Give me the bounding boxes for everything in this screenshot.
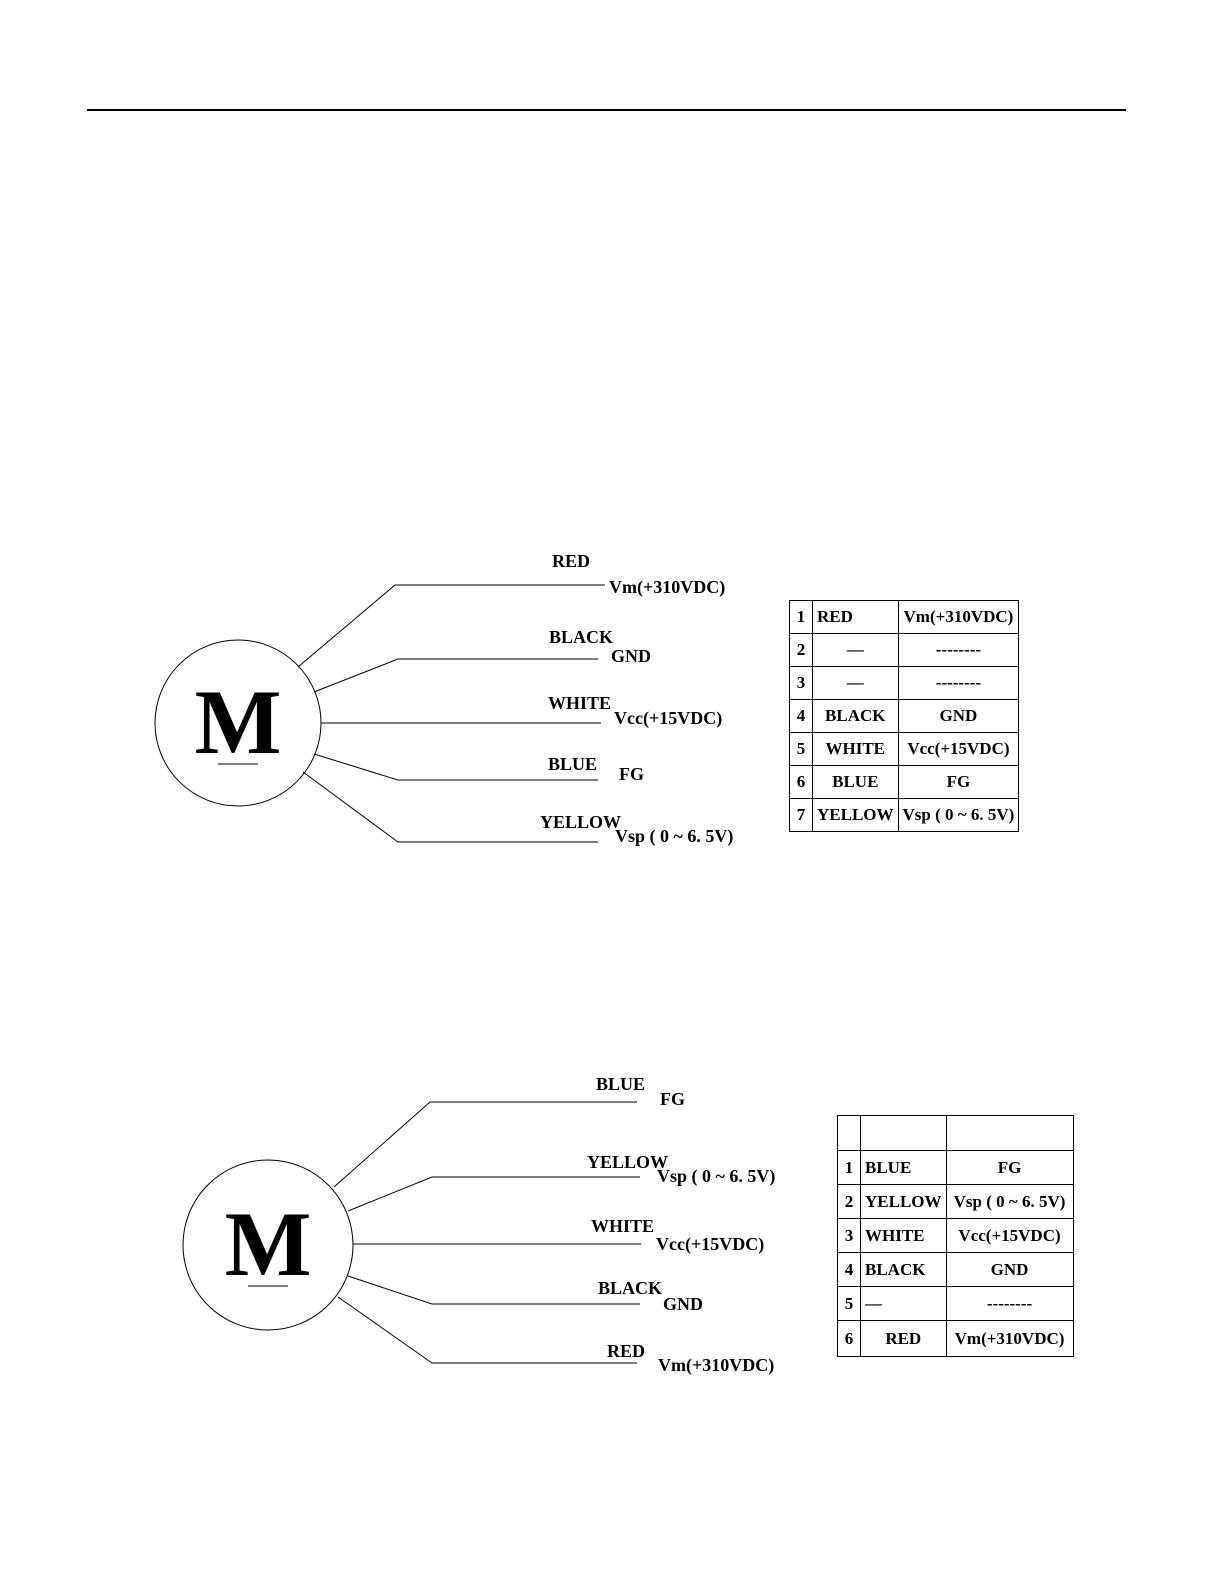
pin-number: 6 — [789, 765, 813, 799]
pin-color — [860, 1115, 947, 1151]
pin-color: — — [812, 666, 899, 700]
wire-yellow-2 — [347, 1176, 640, 1212]
wire-color-label: BLUE — [548, 754, 597, 774]
table-row — [837, 1115, 1074, 1151]
table-row: 4 BLACK GND — [837, 1252, 1074, 1287]
wire-yellow-1 — [302, 771, 598, 843]
wire-black-1 — [313, 658, 598, 693]
pin-signal: -------- — [945, 1286, 1074, 1321]
pin-color: YELLOW — [812, 798, 899, 832]
motor-symbol-1: M — [195, 671, 282, 773]
pin-number: 5 — [837, 1286, 861, 1321]
wire-red-1 — [297, 584, 605, 668]
wire-signal-label: GND — [663, 1294, 703, 1314]
pin-number: 1 — [789, 600, 813, 634]
table-row: 2 — -------- — [789, 633, 1020, 667]
wire-black-2 — [347, 1275, 640, 1305]
wire-color-label: BLACK — [549, 627, 613, 647]
table-row: 7 YELLOW Vsp ( 0 ~ 6. 5V) — [789, 798, 1020, 832]
pin-signal: Vsp ( 0 ~ 6. 5V) — [897, 798, 1020, 832]
pin-color: WHITE — [860, 1218, 947, 1253]
pin-color: — — [860, 1286, 947, 1321]
pin-signal: Vcc(+15VDC) — [897, 732, 1020, 766]
pin-number: 6 — [837, 1320, 861, 1357]
wire-color-label: YELLOW — [540, 812, 621, 832]
pin-color: BLUE — [860, 1150, 947, 1185]
pin-signal: Vm(+310VDC) — [945, 1320, 1074, 1357]
wire-signal-label: FG — [619, 764, 644, 784]
pin-signal — [945, 1115, 1074, 1151]
pin-color: — — [812, 633, 899, 667]
pin-signal: GND — [897, 699, 1020, 733]
wire-signal-label: Vm(+310VDC) — [658, 1355, 774, 1376]
table-row: 2 YELLOW Vsp ( 0 ~ 6. 5V) — [837, 1184, 1074, 1219]
table-row: 3 WHITE Vcc(+15VDC) — [837, 1218, 1074, 1253]
pin-color: BLACK — [812, 699, 899, 733]
pin-signal: Vcc(+15VDC) — [945, 1218, 1074, 1253]
wire-blue-2 — [333, 1101, 637, 1188]
pin-number: 4 — [789, 699, 813, 733]
pin-signal: Vm(+310VDC) — [897, 600, 1020, 634]
pin-number: 2 — [837, 1184, 861, 1219]
pin-signal: Vsp ( 0 ~ 6. 5V) — [945, 1184, 1074, 1219]
wire-signal-label: Vm(+310VDC) — [609, 577, 725, 598]
wire-blue-1 — [313, 753, 598, 781]
pin-signal: FG — [897, 765, 1020, 799]
pin-number: 3 — [789, 666, 813, 700]
table-row: 1 RED Vm(+310VDC) — [789, 600, 1020, 634]
wire-signal-label: GND — [611, 646, 651, 666]
wire-color-label: WHITE — [548, 693, 611, 713]
motor-diagram-1: M RED Vm(+310VDC) BLACK GND WHITE Vcc(+1… — [154, 551, 733, 847]
pin-color: RED — [860, 1320, 947, 1357]
pin-number: 1 — [837, 1150, 861, 1185]
table-row: 6 BLUE FG — [789, 765, 1020, 799]
wire-color-label: RED — [552, 551, 590, 571]
wire-signal-label: Vcc(+15VDC) — [614, 708, 722, 729]
pin-signal: FG — [945, 1150, 1074, 1185]
pin-number: 3 — [837, 1218, 861, 1253]
pin-signal: -------- — [897, 666, 1020, 700]
pin-signal: -------- — [897, 633, 1020, 667]
wire-signal-label: Vsp ( 0 ~ 6. 5V) — [615, 826, 733, 847]
wire-color-label: RED — [607, 1341, 645, 1361]
wire-signal-label: Vsp ( 0 ~ 6. 5V) — [657, 1166, 775, 1187]
wire-signal-label: Vcc(+15VDC) — [656, 1234, 764, 1255]
pin-signal: GND — [945, 1252, 1074, 1287]
pin-color: BLUE — [812, 765, 899, 799]
pin-number: 5 — [789, 732, 813, 766]
pin-number: 7 — [789, 798, 813, 832]
header-rule — [87, 109, 1126, 111]
pin-table-1: 1 RED Vm(+310VDC) 2 — -------- 3 — -----… — [789, 600, 1020, 832]
pin-number: 2 — [789, 633, 813, 667]
table-row: 5 — -------- — [837, 1286, 1074, 1321]
table-row: 3 — -------- — [789, 666, 1020, 700]
wire-color-label: YELLOW — [587, 1152, 668, 1172]
pin-color: YELLOW — [860, 1184, 947, 1219]
pin-number: 4 — [837, 1252, 861, 1287]
motor-symbol-2: M — [225, 1193, 312, 1295]
wire-signal-label: FG — [660, 1089, 685, 1109]
pin-color: BLACK — [860, 1252, 947, 1287]
table-row: 1 BLUE FG — [837, 1150, 1074, 1185]
wire-color-label: BLUE — [596, 1074, 645, 1094]
table-row: 4 BLACK GND — [789, 699, 1020, 733]
pin-color: WHITE — [812, 732, 899, 766]
wire-color-label: BLACK — [598, 1278, 662, 1298]
wire-color-label: WHITE — [591, 1216, 654, 1236]
pin-table-2: 1 BLUE FG 2 YELLOW Vsp ( 0 ~ 6. 5V) 3 WH… — [837, 1115, 1074, 1357]
table-row: 5 WHITE Vcc(+15VDC) — [789, 732, 1020, 766]
pin-number — [837, 1115, 861, 1151]
wire-red-2 — [337, 1296, 637, 1364]
pin-color: RED — [812, 600, 899, 634]
table-row: 6 RED Vm(+310VDC) — [837, 1320, 1074, 1357]
motor-circle-2 — [182, 1159, 354, 1331]
motor-diagram-2: M BLUE FG YELLOW Vsp ( 0 ~ 6. 5V) WHITE … — [182, 1074, 775, 1376]
